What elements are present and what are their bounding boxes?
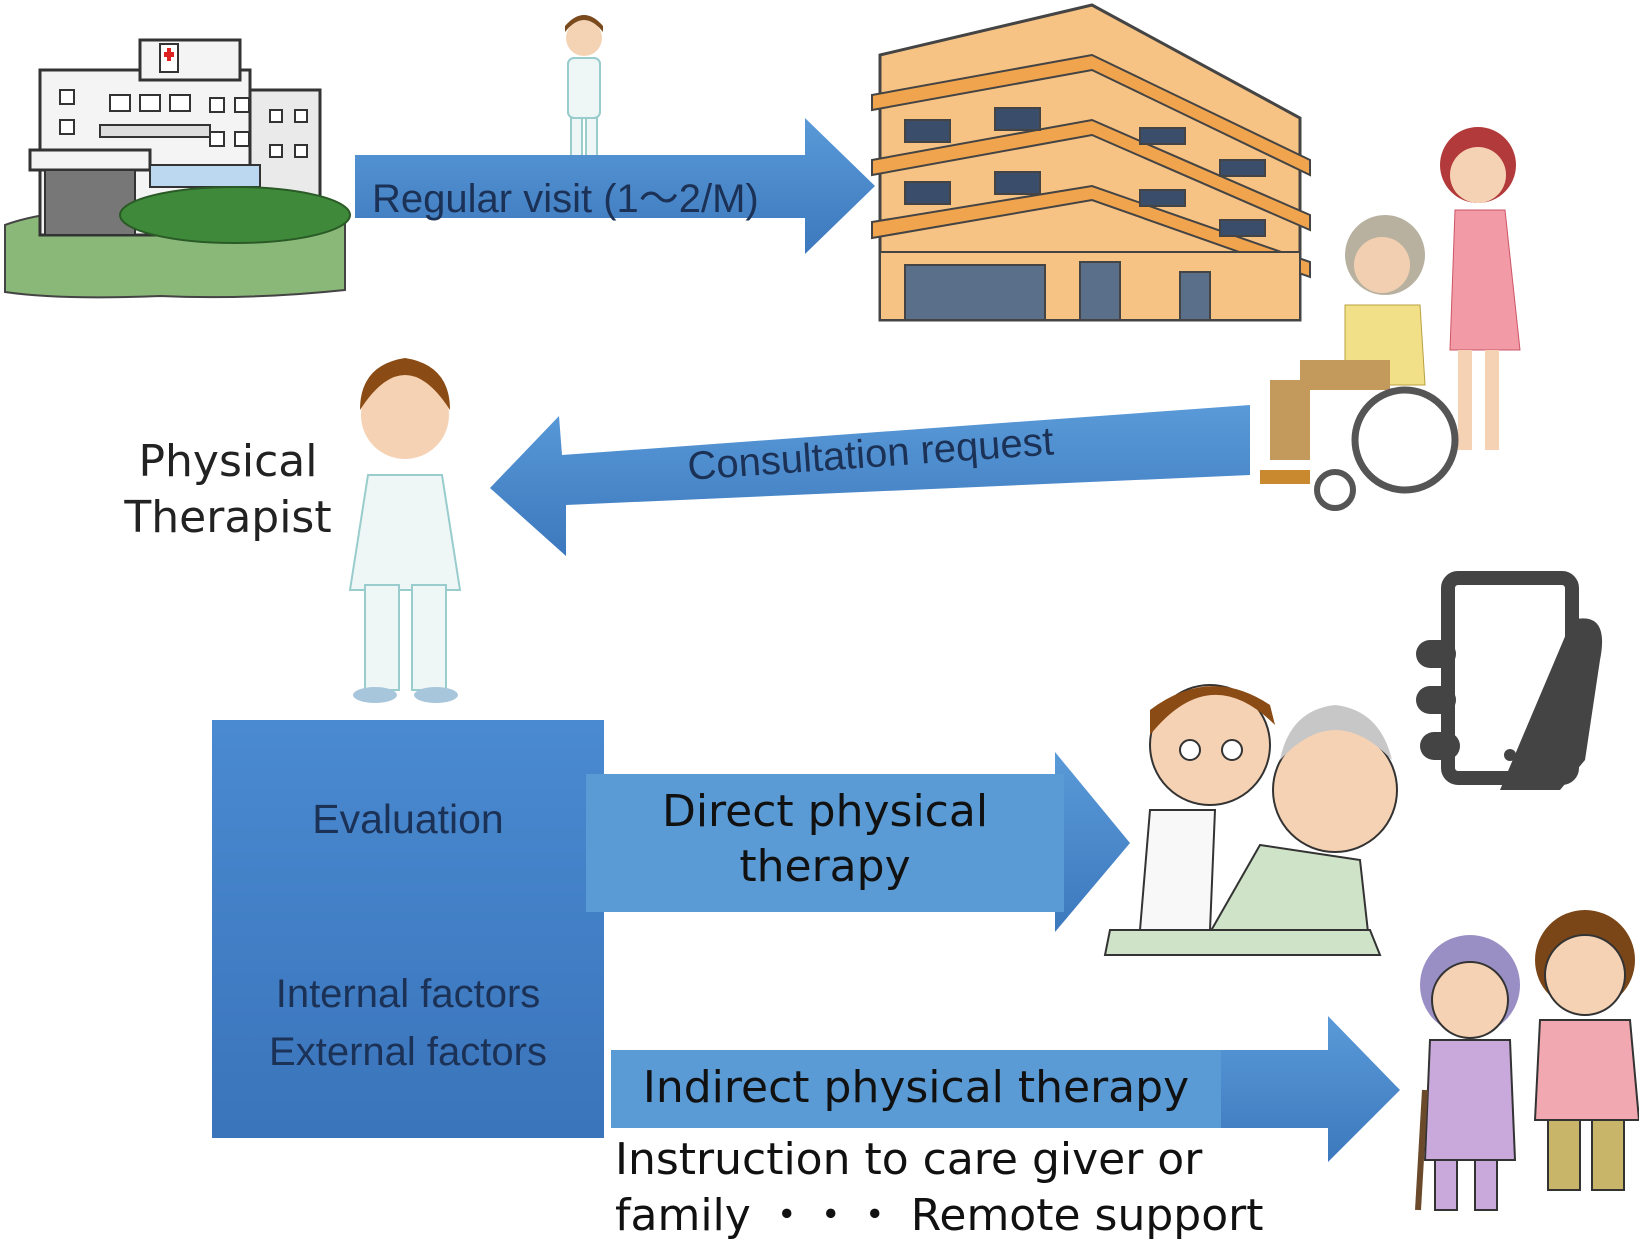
indirect-therapy-box bbox=[611, 1050, 1221, 1128]
caregiver-walking-elder-icon bbox=[1415, 910, 1639, 1211]
direct-therapy-box bbox=[586, 774, 1064, 912]
factors-label: Internal factors External factors bbox=[269, 972, 547, 1074]
regular-visit-arrow bbox=[355, 118, 875, 254]
therapist-small-icon bbox=[565, 15, 603, 167]
care-facility-building-icon bbox=[871, 3, 1311, 322]
evaluation-box bbox=[212, 720, 604, 1138]
instruction-line-2: family ・・・ Remote support bbox=[615, 1190, 1264, 1239]
direct-therapy-arrow bbox=[1055, 752, 1130, 932]
hospital-icon bbox=[4, 38, 351, 299]
indirect-therapy-arrow bbox=[1215, 1016, 1400, 1162]
consultation-request-arrow bbox=[490, 405, 1250, 556]
direct-therapy-label: Direct physical therapy bbox=[661, 786, 989, 892]
therapist-treating-elder-icon bbox=[1103, 684, 1398, 956]
wheelchair-caregiver-icon bbox=[1260, 127, 1521, 511]
instruction-note: Instruction to care giver or family ・・・ … bbox=[615, 1132, 1375, 1239]
evaluation-label: Evaluation bbox=[312, 796, 504, 842]
physical-therapist-label: Physical Therapist bbox=[124, 436, 332, 543]
indirect-therapy-label: Indirect physical therapy bbox=[642, 1062, 1190, 1113]
regular-visit-label: Regular visit (1〜2/M) bbox=[372, 177, 759, 221]
physical-therapist-icon bbox=[348, 358, 462, 703]
instruction-line-1: Instruction to care giver or bbox=[615, 1134, 1203, 1185]
smartphone-in-hand-icon bbox=[1416, 571, 1603, 790]
